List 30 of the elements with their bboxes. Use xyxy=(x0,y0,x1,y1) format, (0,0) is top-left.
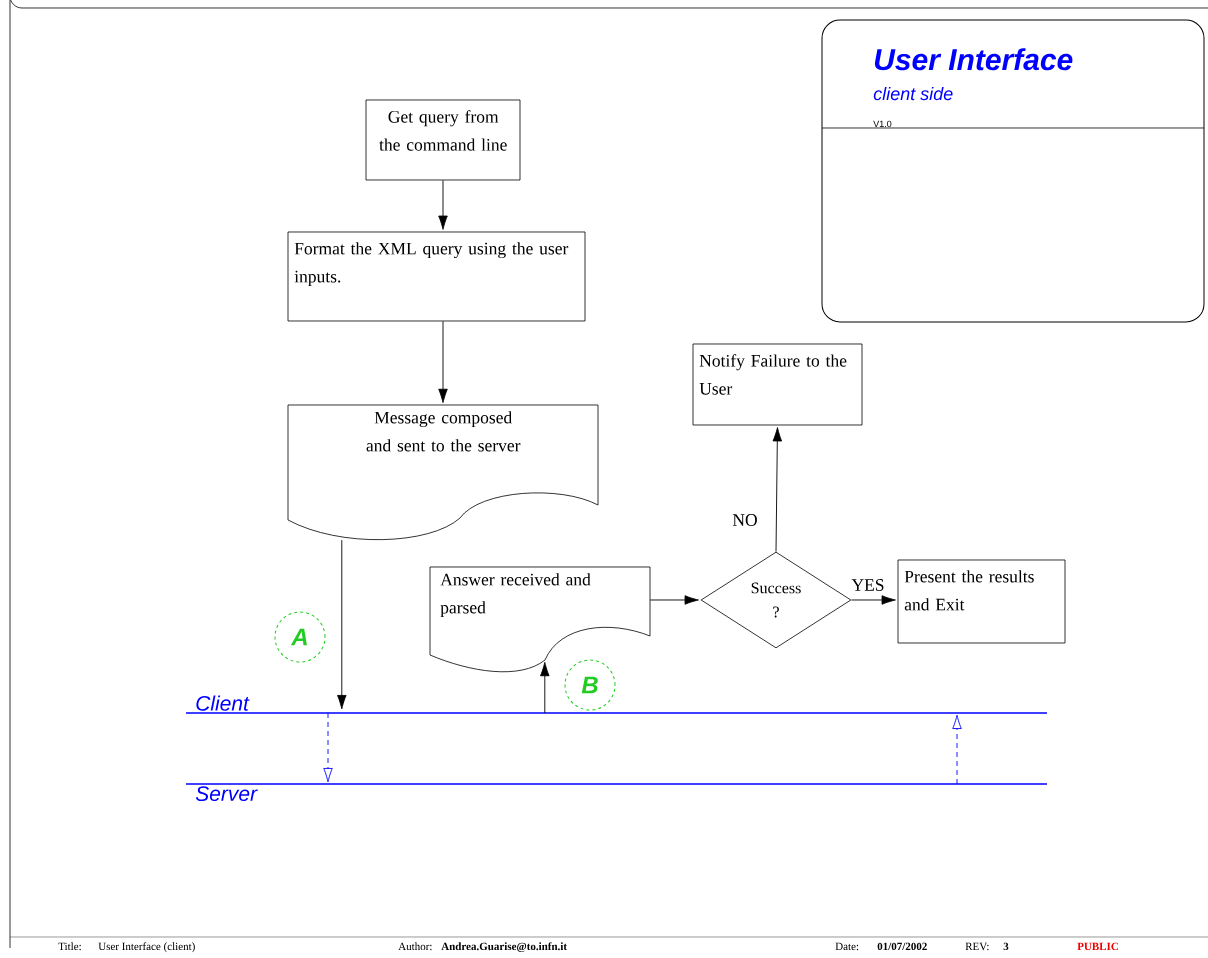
arrow xyxy=(649,595,699,605)
arrow xyxy=(438,179,448,230)
footer-text: 3 xyxy=(1003,942,1009,951)
footer-text: Author: xyxy=(398,942,432,951)
arrow xyxy=(337,539,347,710)
lane-line xyxy=(185,712,1048,714)
footer-text: 01/07/2002 xyxy=(877,942,927,951)
title-block: User Interface client side V1.0 xyxy=(821,19,1205,323)
document-shape: Message composed and sent to the server xyxy=(287,404,599,540)
process-box: Format the XML query using the user inputs. xyxy=(287,231,586,322)
arrow xyxy=(323,712,333,783)
footer-text: User Interface (client) xyxy=(98,942,195,953)
arrow xyxy=(540,661,550,714)
edge-label: YES xyxy=(850,578,886,592)
footer-text: Andrea.Guarise@to.infn.it xyxy=(441,942,567,953)
process-box: Get query from the command line xyxy=(365,99,521,181)
document-shape: Answer received and parsed xyxy=(429,566,651,673)
arrow xyxy=(772,427,783,553)
arrow xyxy=(850,595,896,605)
footer-text: Title: xyxy=(58,942,81,951)
arrow xyxy=(438,320,448,404)
arrow xyxy=(952,714,962,785)
footer-text: Date: xyxy=(835,942,859,951)
process-box: Present the results and Exit xyxy=(897,559,1066,644)
lane-title: Client xyxy=(196,695,250,711)
edge-label: NO xyxy=(731,513,759,527)
footer-text: REV: xyxy=(965,942,989,951)
process-box: Notify Failure to the User xyxy=(692,343,863,426)
footer-text: PUBLIC xyxy=(1077,942,1118,951)
lane-line xyxy=(185,783,1048,785)
